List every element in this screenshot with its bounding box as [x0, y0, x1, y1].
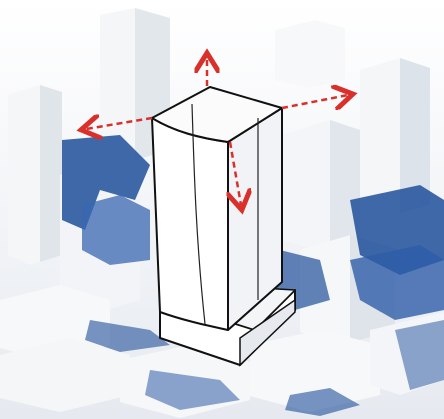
- tower-shaft-left-face: [152, 118, 228, 330]
- tower: [152, 87, 295, 365]
